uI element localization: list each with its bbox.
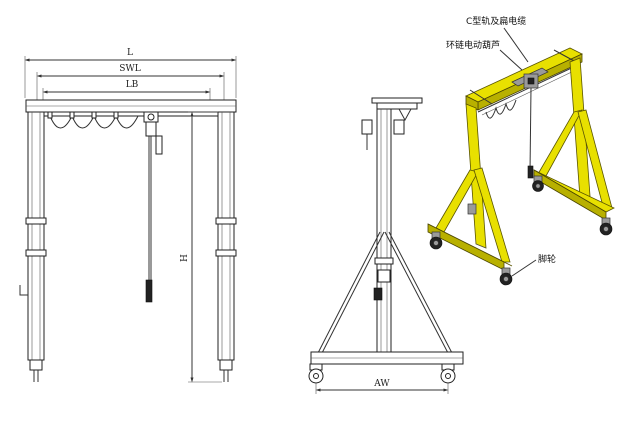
chain-hoist: [143, 111, 163, 303]
iso-hoist: [485, 67, 549, 179]
callout-caster: 脚轮: [511, 253, 556, 277]
side-mast: [361, 108, 405, 354]
left-leg: [19, 111, 47, 382]
iso-beam-clamps: [469, 49, 577, 105]
dim-H: H: [180, 111, 222, 383]
dim-LB-label: LB: [126, 80, 139, 90]
callout-rail-cable: C型轨及扁电缆: [466, 15, 529, 63]
festoon-cable: [47, 111, 139, 129]
side-view: AW: [308, 97, 464, 394]
iso-caster-4: [599, 217, 613, 236]
iso-caster-1: [429, 231, 443, 250]
right-leg: [215, 111, 237, 382]
side-braces: [317, 231, 453, 354]
dim-SWL-label: SWL: [119, 64, 140, 74]
dim-AW-label: AW: [373, 379, 390, 389]
iso-right-aframe: [533, 57, 615, 221]
side-base: [310, 351, 464, 365]
iso-left-aframe: [427, 103, 513, 271]
dim-LB: LB: [42, 80, 211, 102]
dim-SWL: SWL: [36, 64, 225, 100]
front-view: L SWL LB: [19, 48, 237, 383]
dim-AW: AW: [315, 379, 449, 394]
label-rail-cable: C型轨及扁电缆: [466, 15, 526, 27]
iso-view: C型轨及扁电缆 环链电动葫芦 脚轮: [427, 15, 615, 286]
callout-hoist: 环链电动葫芦: [446, 39, 523, 71]
top-beam: [25, 99, 237, 117]
label-caster: 脚轮: [538, 253, 556, 265]
side-caster-left: [308, 363, 324, 384]
dim-L-label: L: [127, 48, 133, 58]
label-hoist: 环链电动葫芦: [446, 39, 500, 51]
side-caster-right: [440, 363, 456, 384]
side-top-cap: [371, 97, 423, 122]
dim-L: L: [24, 48, 237, 98]
iso-caster-3: [532, 175, 544, 192]
iso-caster-2: [499, 267, 513, 286]
dim-H-label: H: [180, 254, 190, 262]
